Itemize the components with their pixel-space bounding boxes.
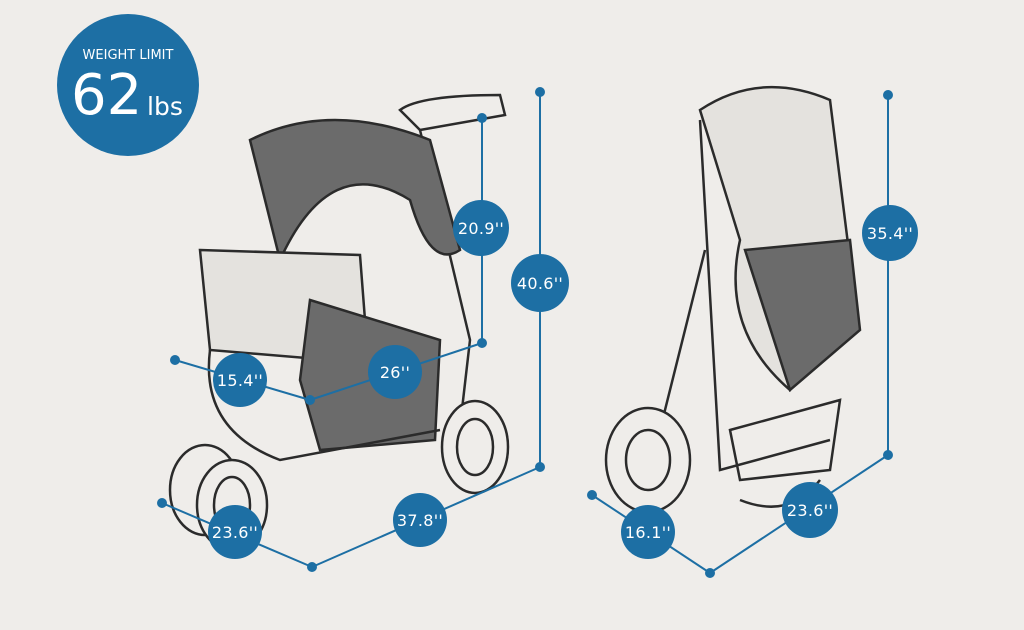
- handle-height-badge: 20.9'': [453, 200, 509, 256]
- folded-width-badge: 23.6'': [782, 482, 838, 538]
- total-height-badge: 40.6'': [511, 254, 569, 312]
- folded-stroller: [604, 85, 862, 514]
- weight-limit-unit: lbs: [147, 92, 183, 121]
- weight-limit-badge: WEIGHT LIMIT 62 lbs: [57, 14, 199, 156]
- folded-height-badge: 35.4'': [862, 205, 918, 261]
- weight-limit-value: 62: [71, 63, 143, 128]
- unfolded-stroller: [168, 93, 510, 552]
- weight-limit-label: WEIGHT LIMIT: [82, 48, 174, 63]
- folded-depth-badge: 16.1'': [621, 505, 675, 559]
- seat-width-badge: 15.4'': [213, 353, 267, 407]
- seat-depth-badge: 26'': [368, 345, 422, 399]
- unfolded-length-badge: 37.8'': [393, 493, 447, 547]
- unfolded-width-badge: 23.6'': [208, 505, 262, 559]
